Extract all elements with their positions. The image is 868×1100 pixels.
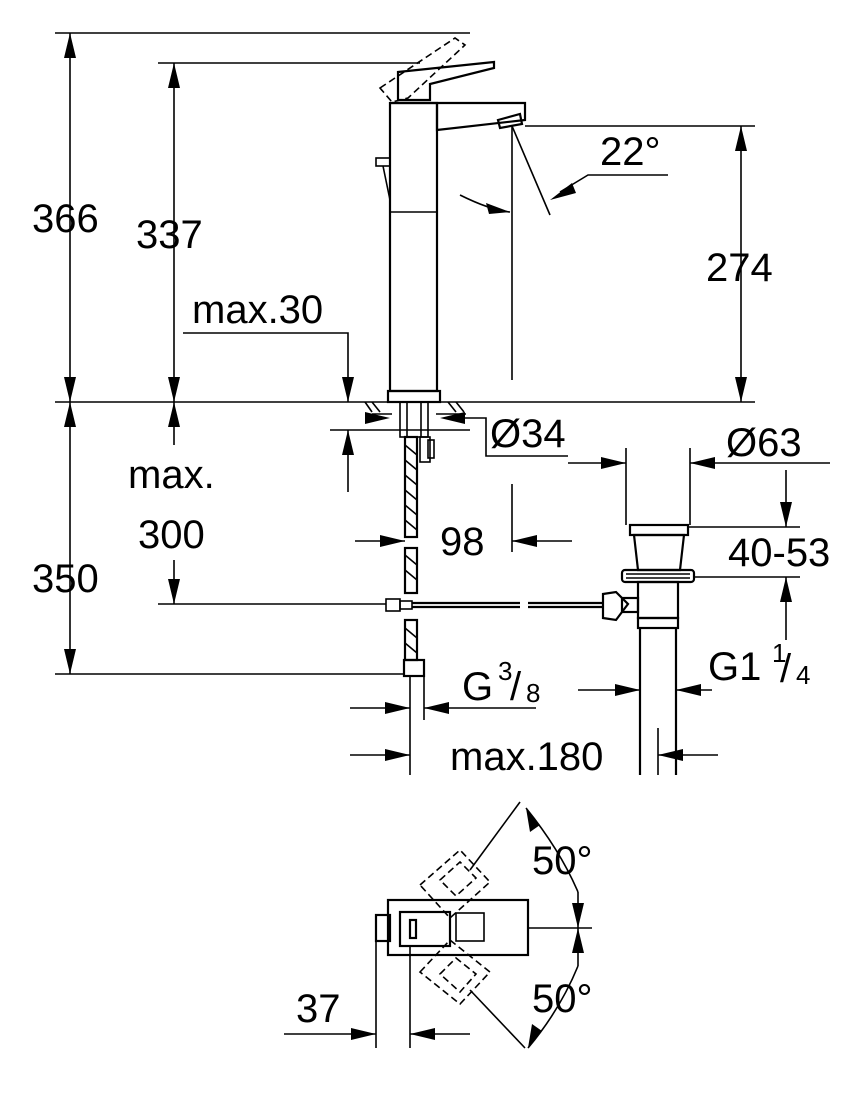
dim-350-label: 350 <box>32 557 99 601</box>
dim-50-top-label: 50° <box>532 839 593 883</box>
dim-37-label: 37 <box>296 987 341 1031</box>
dim-max-label: max. <box>128 453 215 497</box>
dim-max30-label: max.30 <box>192 288 323 332</box>
dimension-37: 37 <box>284 941 470 1048</box>
dimension-max300: max. 300 <box>128 402 386 605</box>
dim-40-53-label: 40-53 <box>728 531 830 575</box>
dimension-40-53: 40-53 <box>688 470 830 640</box>
dimension-dia63: Ø63 <box>568 421 830 525</box>
dimension-350: 350 <box>32 402 404 675</box>
dimension-dia34: Ø34 <box>365 412 568 457</box>
dim-50-bottom-label: 50° <box>532 977 593 1021</box>
plan-view <box>374 801 592 1049</box>
dimension-g38: G 3 / 8 <box>350 656 540 775</box>
dim-337-label: 337 <box>136 213 203 257</box>
waste-assembly <box>601 523 696 775</box>
dimension-274: 274 <box>525 125 773 402</box>
dimension-angle-22: 22° <box>459 125 668 380</box>
dim-98-label: 98 <box>440 520 485 564</box>
dim-dia63-label: Ø63 <box>726 421 802 465</box>
dim-g114-den: 4 <box>796 660 810 690</box>
dimension-50-bottom: 50° <box>527 928 593 1049</box>
dim-g114-slash: / <box>780 647 792 691</box>
dimension-337: 337 <box>136 62 420 402</box>
dim-300-label: 300 <box>138 513 205 557</box>
dim-max180-label: max.180 <box>450 735 603 779</box>
dim-274-label: 274 <box>706 246 773 290</box>
faucet-body <box>375 37 527 404</box>
mounting-hardware <box>364 401 603 690</box>
dim-g114-num: 1 <box>772 638 786 668</box>
dimension-366: 366 <box>32 32 470 402</box>
dimension-g114: G1 1 / 4 <box>578 638 810 696</box>
dimension-max180: max.180 <box>350 728 718 779</box>
dim-g38-den: 8 <box>526 678 540 708</box>
dim-g38-num: 3 <box>498 656 512 686</box>
dim-dia34-label: Ø34 <box>490 412 566 456</box>
dim-g38-slash: / <box>510 665 522 709</box>
dim-g114-main: G1 <box>708 645 761 689</box>
dim-366-label: 366 <box>32 197 99 241</box>
dim-g38-main: G <box>462 665 493 709</box>
dim-22deg-label: 22° <box>600 130 661 174</box>
dimension-50-top: 50° <box>525 807 593 928</box>
dimension-98: 98 <box>355 484 572 564</box>
